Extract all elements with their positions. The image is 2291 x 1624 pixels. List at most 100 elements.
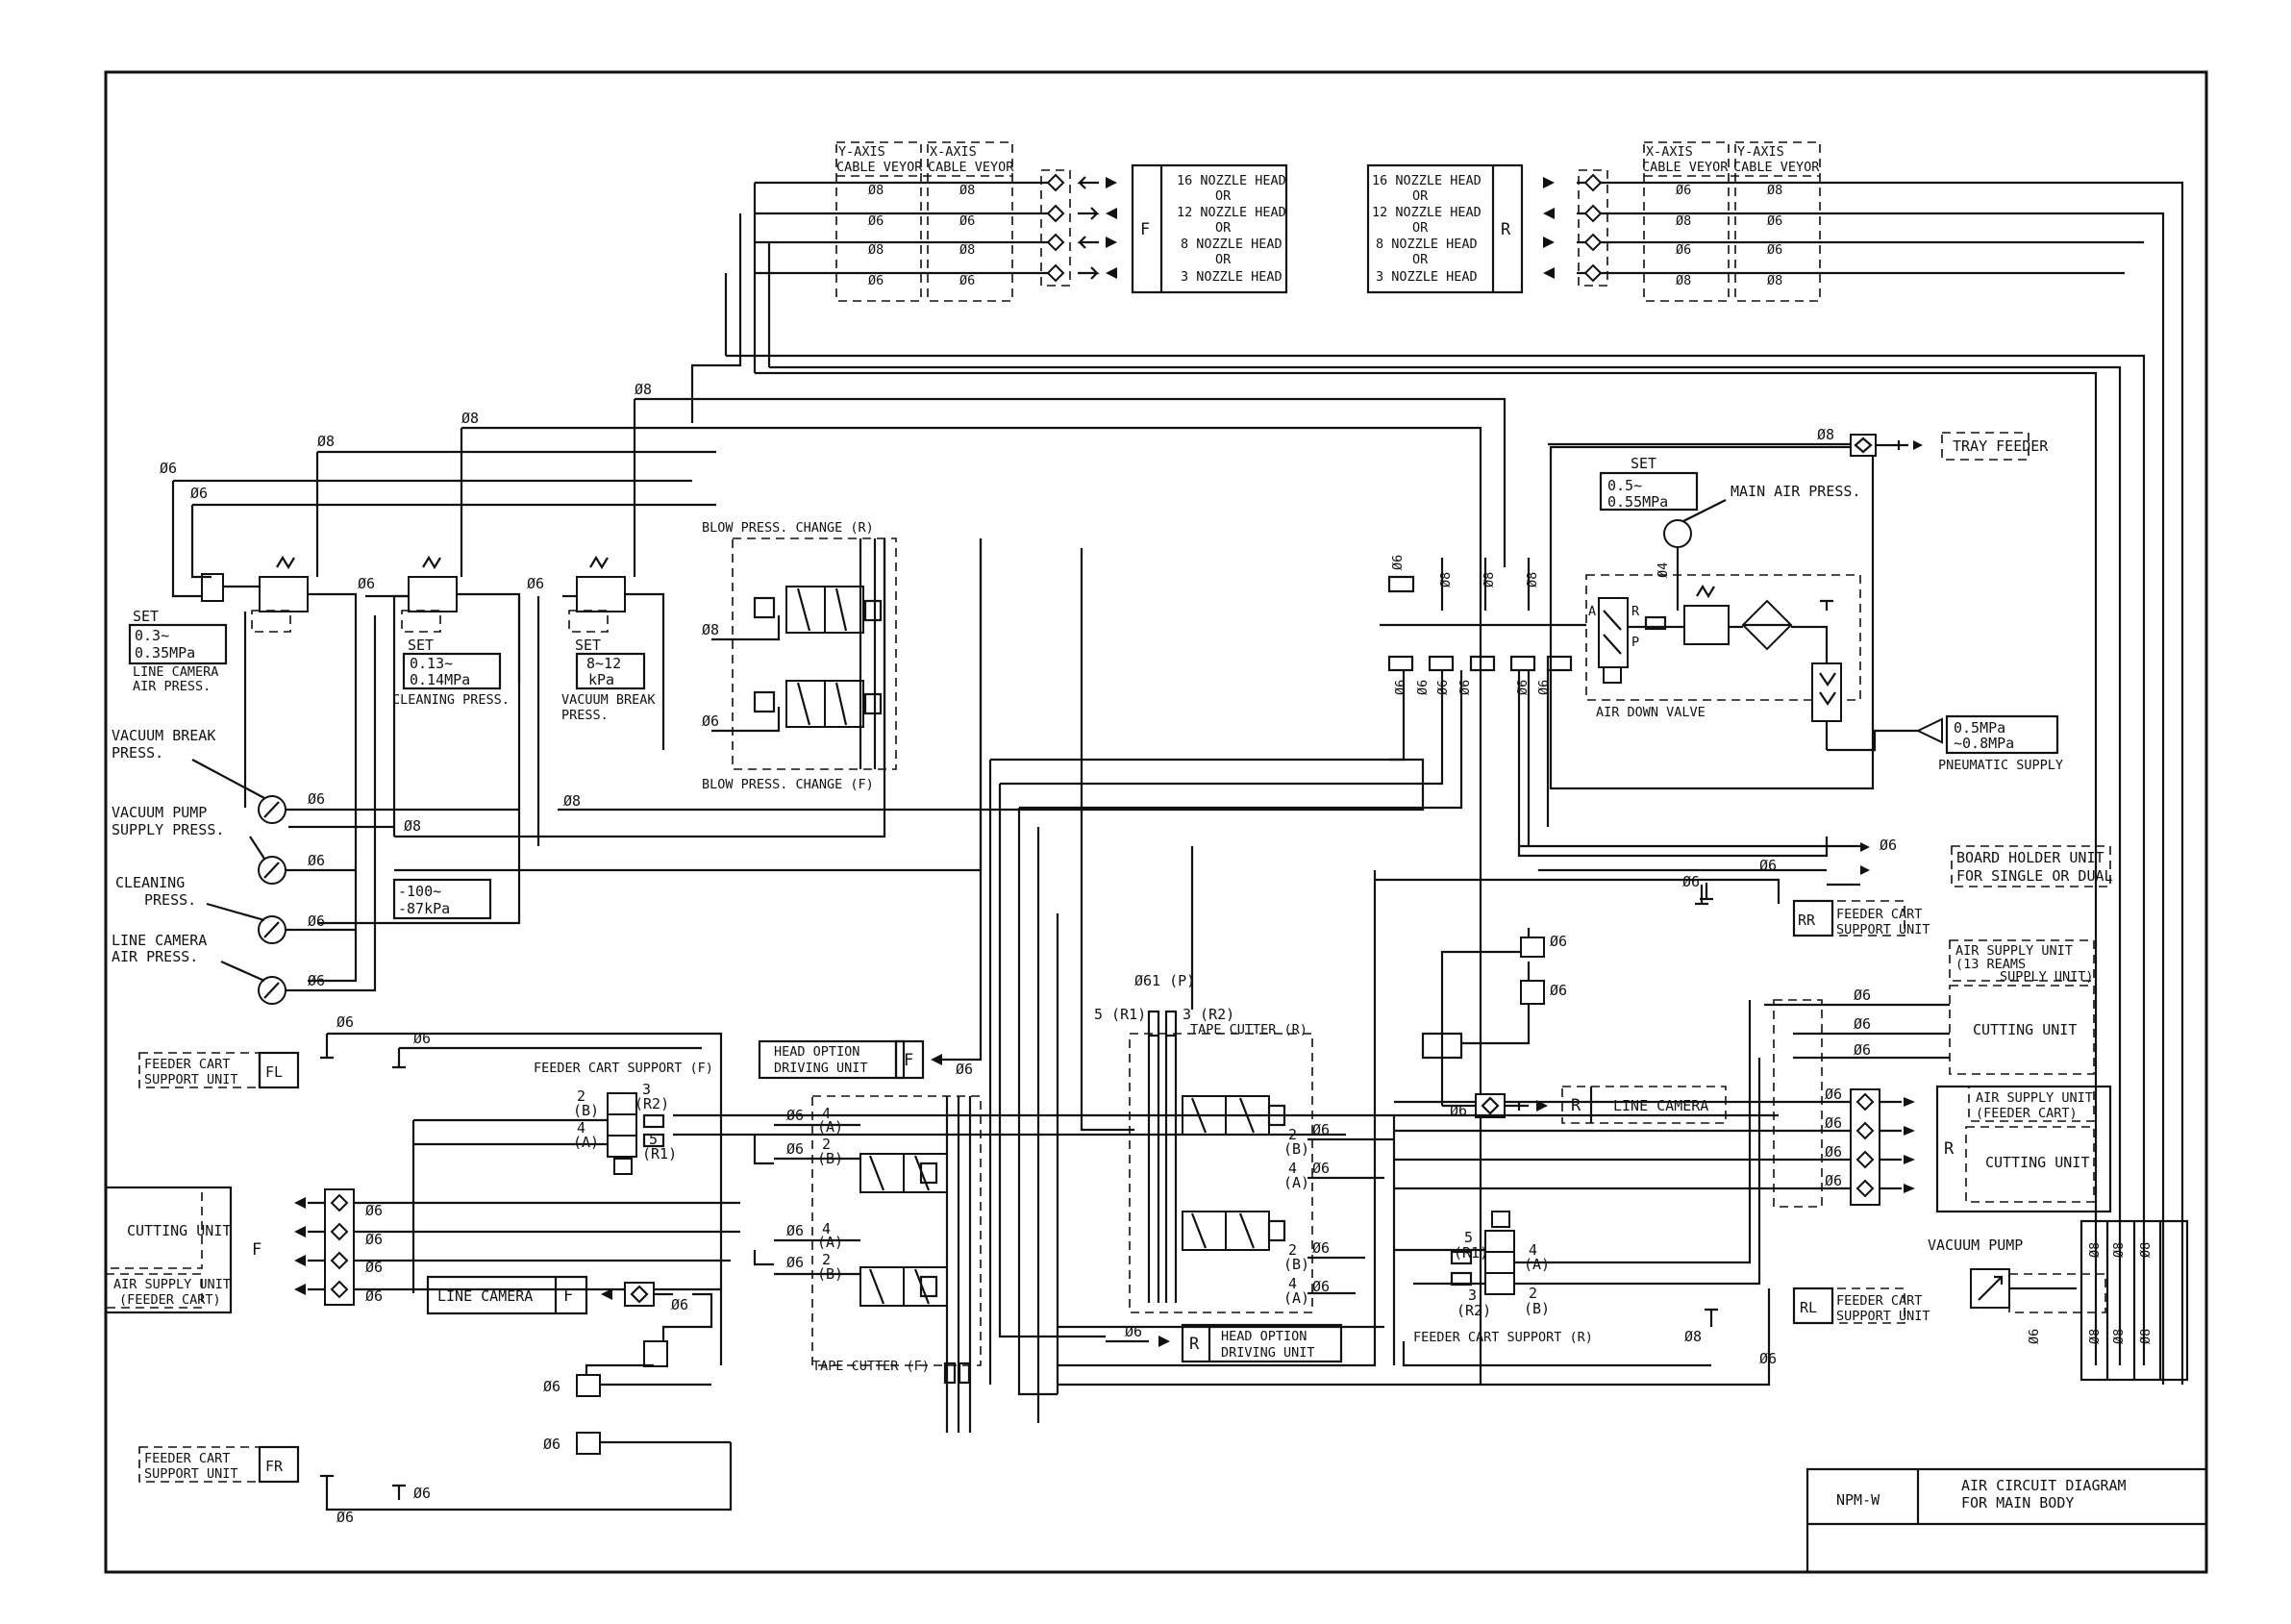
title-block: NPM-W AIR CIRCUIT DIAGRAM FOR MAIN BODY bbox=[1805, 1467, 2208, 1574]
svg-text:Y-AXIS: Y-AXIS bbox=[1737, 144, 1784, 160]
svg-text:FL: FL bbox=[265, 1063, 283, 1081]
svg-text:AIR PRESS.: AIR PRESS. bbox=[112, 948, 198, 965]
svg-text:Ø6: Ø6 bbox=[1312, 1160, 1330, 1177]
svg-text:Ø6: Ø6 bbox=[358, 575, 375, 592]
svg-text:OR: OR bbox=[1412, 220, 1429, 236]
svg-text:~0.8MPa: ~0.8MPa bbox=[1954, 735, 2014, 752]
svg-text:Ø6: Ø6 bbox=[365, 1202, 383, 1219]
svg-text:FEEDER CART: FEEDER CART bbox=[144, 1451, 230, 1466]
svg-text:VACUUM BREAK: VACUUM BREAK bbox=[561, 692, 656, 708]
svg-text:RL: RL bbox=[1800, 1299, 1817, 1316]
gauge-line-camera: LINE CAMERA AIR PRESS. Ø6 bbox=[112, 615, 377, 1005]
svg-text:CUTTING UNIT: CUTTING UNIT bbox=[1973, 1021, 2077, 1038]
front-nozzle-head: F 16 NOZZLE HEAD OR 12 NOZZLE HEAD OR 8 … bbox=[1131, 163, 1288, 294]
regulator-line-camera: SET 0.3~ 0.35MPa LINE CAMERA AIR PRESS. bbox=[128, 555, 309, 694]
svg-text:VACUUM PUMP: VACUUM PUMP bbox=[112, 804, 207, 821]
svg-text:Ø6: Ø6 bbox=[190, 485, 208, 502]
rear-line-camera: Ø6 R LINE CAMERA Ø6 Ø6 bbox=[1421, 928, 1727, 1124]
svg-text:4: 4 bbox=[577, 1119, 585, 1137]
svg-text:(FEEDER CART): (FEEDER CART) bbox=[1976, 1106, 2078, 1121]
svg-text:Ø8: Ø8 bbox=[1438, 572, 1454, 587]
svg-text:F: F bbox=[252, 1240, 261, 1260]
svg-text:0.5~: 0.5~ bbox=[1607, 477, 1642, 494]
svg-text:Ø6: Ø6 bbox=[1415, 680, 1431, 695]
svg-text:Ø6: Ø6 bbox=[527, 575, 544, 592]
svg-text:SUPPORT UNIT: SUPPORT UNIT bbox=[1836, 922, 1930, 937]
svg-text:3 NOZZLE HEAD: 3 NOZZLE HEAD bbox=[1181, 269, 1282, 285]
svg-text:Ø6: Ø6 bbox=[365, 1259, 383, 1276]
svg-text:Ø6: Ø6 bbox=[1676, 183, 1691, 198]
front-head-option: HEAD OPTION DRIVING UNIT F Ø6 bbox=[758, 538, 983, 1080]
svg-text:LINE CAMERA: LINE CAMERA bbox=[112, 932, 207, 949]
svg-text:FOR SINGLE OR DUAL: FOR SINGLE OR DUAL bbox=[1956, 867, 2113, 885]
svg-text:Ø8: Ø8 bbox=[2087, 1242, 2103, 1258]
svg-text:0.13~: 0.13~ bbox=[410, 655, 453, 672]
svg-text:Ø8: Ø8 bbox=[1684, 1328, 1702, 1345]
svg-text:OR: OR bbox=[1215, 220, 1232, 236]
svg-text:Ø8: Ø8 bbox=[563, 792, 581, 810]
svg-text:SUPPLY PRESS.: SUPPLY PRESS. bbox=[112, 821, 224, 838]
svg-text:Ø8: Ø8 bbox=[1767, 273, 1782, 288]
blow-press-change: BLOW PRESS. CHANGE (R) BLOW PRESS. CHANG… bbox=[702, 520, 897, 792]
svg-text:2: 2 bbox=[1288, 1241, 1297, 1259]
svg-text:FEEDER CART: FEEDER CART bbox=[1836, 907, 1922, 922]
svg-text:5 (R1): 5 (R1) bbox=[1094, 1006, 1146, 1023]
svg-text:MAIN AIR PRESS.: MAIN AIR PRESS. bbox=[1731, 483, 1860, 500]
drawing-title: AIR CIRCUIT DIAGRAM bbox=[1961, 1477, 2127, 1494]
svg-text:Ø6: Ø6 bbox=[1457, 680, 1473, 695]
svg-text:SET: SET bbox=[408, 637, 434, 654]
svg-text:R: R bbox=[1501, 220, 1511, 239]
svg-text:SET: SET bbox=[1631, 455, 1656, 472]
svg-text:(FEEDER CART): (FEEDER CART) bbox=[119, 1292, 221, 1308]
svg-text:Ø6: Ø6 bbox=[1536, 680, 1552, 695]
svg-text:R: R bbox=[1944, 1139, 1955, 1159]
svg-text:Ø6: Ø6 bbox=[786, 1254, 804, 1271]
svg-text:Ø8: Ø8 bbox=[1817, 426, 1834, 443]
svg-text:Ø8: Ø8 bbox=[1525, 572, 1540, 587]
svg-text:4: 4 bbox=[822, 1220, 831, 1237]
svg-text:AIR SUPPLY UNIT: AIR SUPPLY UNIT bbox=[1976, 1090, 2093, 1106]
svg-text:Ø8: Ø8 bbox=[1767, 183, 1782, 198]
svg-text:CABLE VEYOR: CABLE VEYOR bbox=[836, 160, 923, 175]
svg-text:Ø6: Ø6 bbox=[1125, 1323, 1142, 1340]
svg-text:BLOW PRESS. CHANGE (F): BLOW PRESS. CHANGE (F) bbox=[702, 777, 874, 792]
svg-text:Ø8: Ø8 bbox=[1482, 572, 1497, 587]
svg-text:Ø6: Ø6 bbox=[336, 1013, 354, 1031]
regulator-cleaning: SET 0.13~ 0.14MPa CLEANING PRESS. bbox=[392, 555, 510, 708]
svg-text:TAPE CUTTER (R): TAPE CUTTER (R) bbox=[1190, 1022, 1307, 1037]
svg-text:R: R bbox=[1631, 604, 1640, 619]
svg-text:Ø6: Ø6 bbox=[1550, 982, 1567, 999]
svg-text:CABLE VEYOR: CABLE VEYOR bbox=[928, 160, 1014, 175]
svg-text:Ø8: Ø8 bbox=[702, 621, 719, 638]
svg-text:Ø8: Ø8 bbox=[461, 410, 479, 427]
svg-text:HEAD OPTION: HEAD OPTION bbox=[774, 1044, 859, 1060]
svg-text:3: 3 bbox=[642, 1081, 651, 1098]
svg-text:Ø6: Ø6 bbox=[308, 912, 325, 930]
svg-text:Ø6: Ø6 bbox=[1393, 680, 1408, 695]
svg-text:SET: SET bbox=[133, 608, 159, 625]
svg-text:PRESS.: PRESS. bbox=[112, 744, 163, 762]
svg-text:FEEDER CART: FEEDER CART bbox=[1836, 1293, 1922, 1309]
svg-text:PRESS.: PRESS. bbox=[144, 891, 196, 909]
front-feeder-cart-support: FEEDER CART SUPPORT (F) 2 (B) 4 (A) 3 (R… bbox=[411, 1061, 713, 1293]
svg-text:Ø6: Ø6 bbox=[959, 273, 975, 288]
svg-text:Ø6: Ø6 bbox=[1825, 1172, 1842, 1189]
svg-text:12 NOZZLE HEAD: 12 NOZZLE HEAD bbox=[1177, 205, 1286, 220]
svg-text:Ø6: Ø6 bbox=[365, 1287, 383, 1305]
rear-head-couplers bbox=[1543, 169, 1608, 287]
rear-cutting-unit: AIR SUPPLY UNIT (FEEDER CART) CUTTING UN… bbox=[1394, 999, 2112, 1213]
svg-text:FR: FR bbox=[265, 1458, 284, 1475]
cable-veyor-left: Y-AXIS CABLE VEYOR X-AXIS CABLE VEYOR Ø8… bbox=[835, 141, 1014, 302]
svg-text:AIR DOWN VALVE: AIR DOWN VALVE bbox=[1596, 705, 1706, 720]
regulator-supply-pipes: Ø6 Ø6 Ø8 Ø8 Ø8 Ø6 Ø6 bbox=[160, 381, 1507, 1385]
svg-text:Ø61 (P): Ø61 (P) bbox=[1134, 972, 1195, 989]
svg-text:16 NOZZLE HEAD: 16 NOZZLE HEAD bbox=[1177, 173, 1286, 188]
svg-text:Ø6: Ø6 bbox=[308, 790, 325, 808]
svg-text:AIR SUPPLY UNIT: AIR SUPPLY UNIT bbox=[113, 1277, 231, 1292]
feeder-cart-support-rr: Ø6 RR FEEDER CART SUPPORT UNIT bbox=[1375, 873, 1930, 937]
svg-text:Ø6: Ø6 bbox=[868, 213, 884, 229]
svg-text:(R1): (R1) bbox=[1454, 1244, 1488, 1262]
svg-text:Ø6: Ø6 bbox=[543, 1378, 560, 1395]
svg-text:Ø6: Ø6 bbox=[1854, 987, 1871, 1004]
